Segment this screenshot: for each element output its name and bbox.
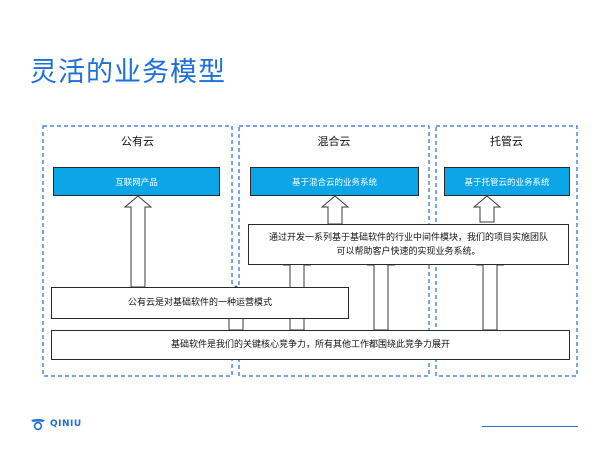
logo-text: QINIU <box>50 419 82 429</box>
column-title-hosted: 托管云 <box>490 135 523 148</box>
arrow-hybrid-product <box>320 195 350 225</box>
arrow-core-hybrid-right <box>366 253 396 331</box>
hybrid-note-line2: 可以帮助客户快速的实现业务系统。 <box>336 246 481 257</box>
arrow-core-hosted <box>475 253 505 331</box>
column-border-public <box>42 125 233 377</box>
core-note-box: 基础软件是我们的关键核心竞争力，所有其他工作都围绕此竞争力展开 <box>51 330 570 360</box>
arrow-public-product <box>123 195 153 288</box>
arrow-hosted-product <box>472 195 502 223</box>
qiniu-logo-icon <box>31 419 45 430</box>
footer-divider <box>482 426 578 427</box>
column-title-hybrid: 混合云 <box>317 135 351 148</box>
public-note-box: 公有云是对基础软件的一种运营模式 <box>51 287 349 319</box>
logo: QINIU <box>30 418 82 430</box>
product-box-hybrid: 基于混合云的业务系统 <box>250 167 419 196</box>
column-title-public: 公有云 <box>121 135 154 148</box>
hybrid-note-line1: 通过开发一系列基于基础软件的行业中间件模块，我们的项目实施团队 <box>268 232 548 243</box>
page-title: 灵活的业务模型 <box>30 57 226 88</box>
column-border-hosted <box>435 125 578 377</box>
product-box-public: 互联网产品 <box>53 167 220 196</box>
product-box-hosted: 基于托管云的业务系统 <box>444 167 570 196</box>
hybrid-note-box: 通过开发一系列基于基础软件的行业中间件模块，我们的项目实施团队 可以帮助客户快速… <box>248 224 569 265</box>
